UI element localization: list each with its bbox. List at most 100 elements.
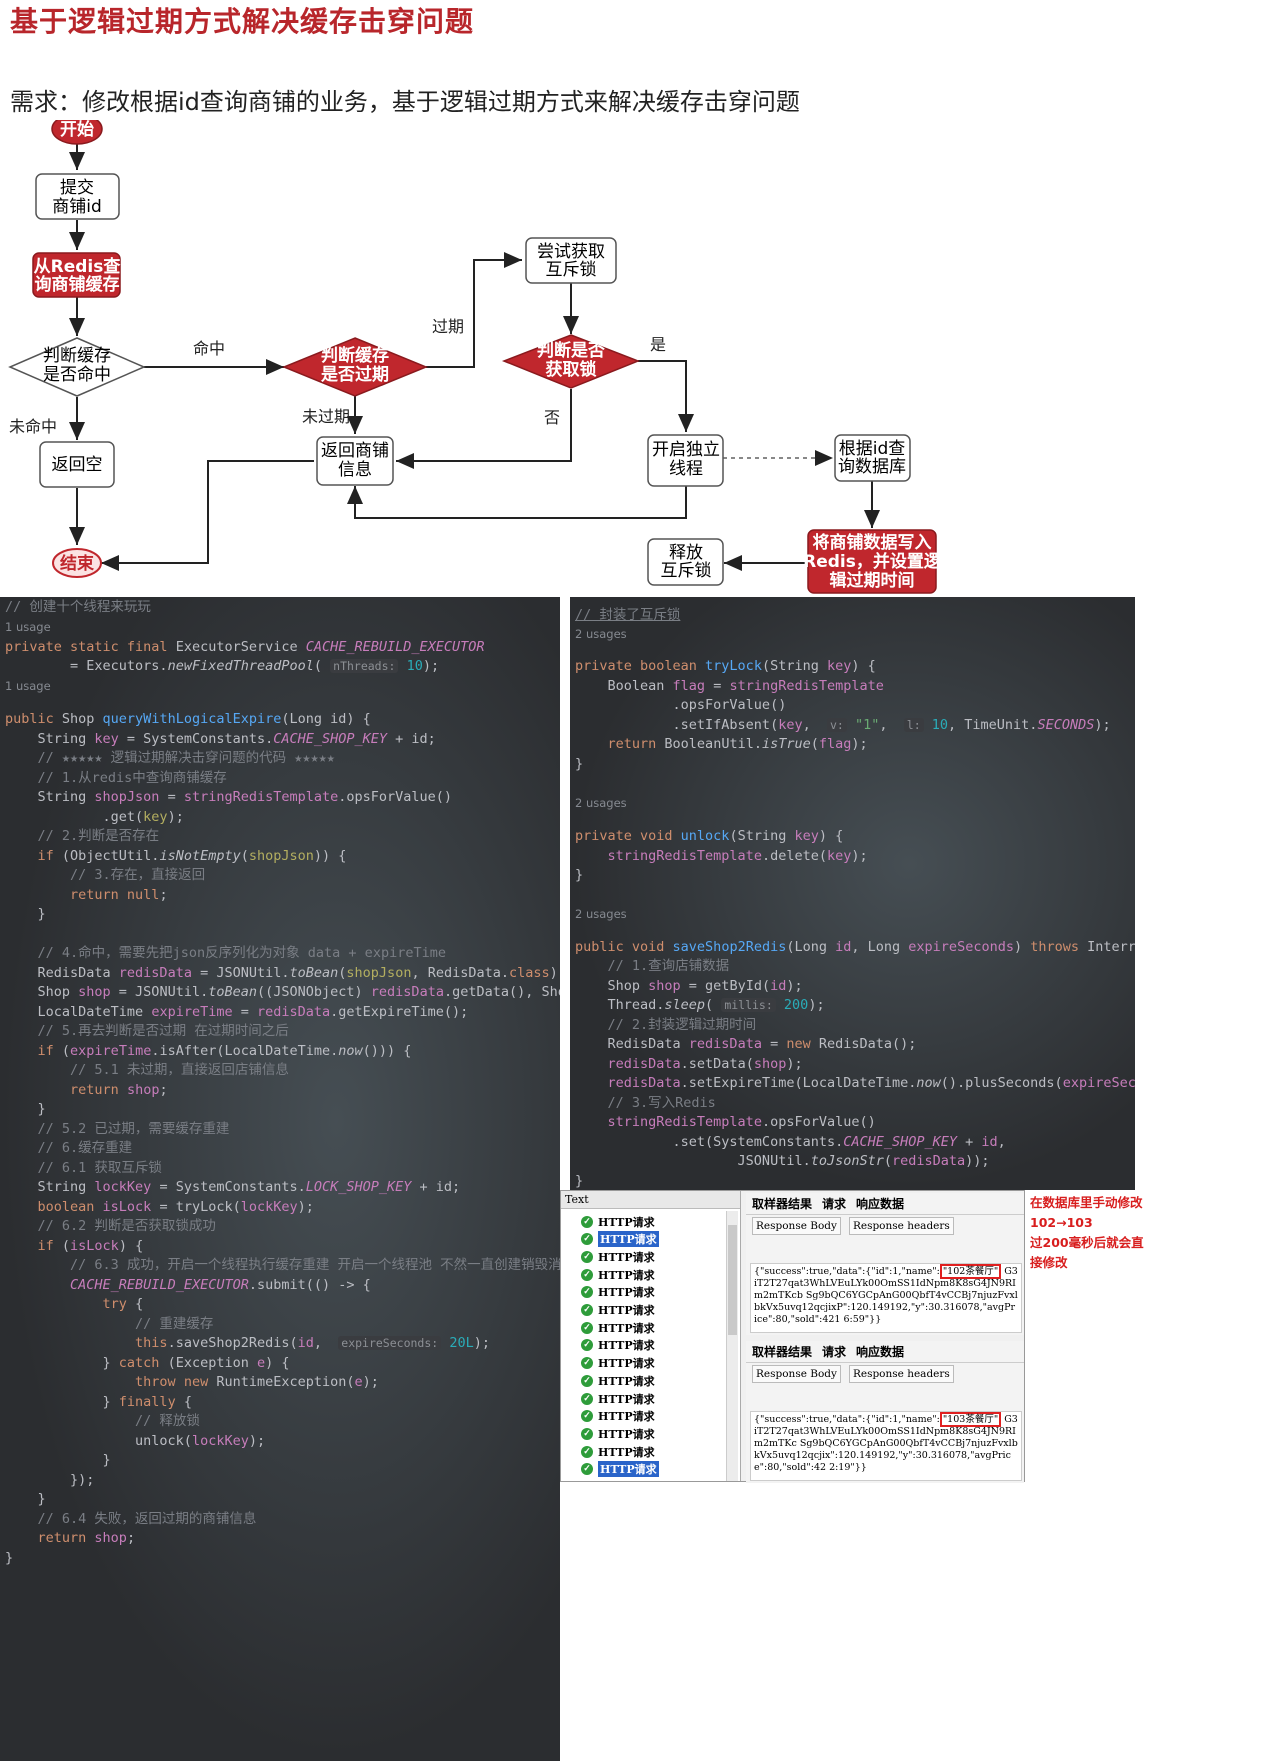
request-label: HTTP请求 <box>598 1461 659 1478</box>
end-node <box>52 548 102 578</box>
tab-response-data[interactable]: 响应数据 <box>856 1197 905 1211</box>
request-label: HTTP请求 <box>598 1392 655 1406</box>
edge-label-no: 否 <box>544 408 560 427</box>
request-tree-item[interactable]: ✓ HTTP请求 <box>581 1302 655 1319</box>
request-label: HTTP请求 <box>598 1231 659 1248</box>
tab-response-body[interactable]: Response Body <box>752 1217 841 1235</box>
result-view-2: 取样器结果 请求 响应数据 Response Body Response hea… <box>746 1341 1024 1483</box>
success-check-icon: ✓ <box>581 1410 593 1423</box>
return-shop-node <box>316 436 394 486</box>
request-tree-item[interactable]: ✓ HTTP请求 <box>581 1355 655 1372</box>
tab-sampler-result[interactable]: 取样器结果 <box>752 1345 813 1359</box>
request-tree-item[interactable]: ✓ HTTP请求 <box>581 1319 655 1336</box>
svg-text:辑过期时间: 辑过期时间 <box>830 570 915 591</box>
tab-sampler-result[interactable]: 取样器结果 <box>752 1197 813 1211</box>
request-label: HTTP请求 <box>598 1268 655 1282</box>
edge-label-miss: 未命中 <box>9 417 57 436</box>
svg-text:判断缓存: 判断缓存 <box>43 346 111 366</box>
request-tree-item[interactable]: ✓ HTTP请求 <box>581 1284 655 1301</box>
tab-response-body[interactable]: Response Body <box>752 1365 841 1383</box>
annotation-note: 在数据库里手动修改 102→103 过200毫秒后就会直 接修改 <box>1030 1195 1144 1270</box>
svg-text:判断缓存: 判断缓存 <box>321 345 389 366</box>
svg-text:开启独立: 开启独立 <box>652 440 720 460</box>
tab-response-data[interactable]: 响应数据 <box>856 1345 905 1359</box>
svg-text:线程: 线程 <box>669 459 703 479</box>
cache-expired-decision <box>282 337 428 397</box>
success-check-icon: ✓ <box>581 1463 593 1476</box>
edge-label-yes: 是 <box>650 335 666 354</box>
request-tree-item[interactable]: ✓ HTTP请求 <box>581 1266 655 1283</box>
request-label: HTTP请求 <box>598 1339 655 1353</box>
success-check-icon: ✓ <box>581 1215 593 1228</box>
request-tree-item[interactable]: ✓ HTTP请求 <box>581 1461 659 1478</box>
success-check-icon: ✓ <box>581 1321 593 1334</box>
request-tree-item[interactable]: ✓ HTTP请求 <box>581 1408 655 1425</box>
start-thread-node <box>647 434 724 487</box>
result-view-1: 取样器结果 请求 响应数据 Response Body Response hea… <box>746 1193 1024 1335</box>
request-label: HTTP请求 <box>598 1304 655 1317</box>
got-lock-decision <box>501 334 641 389</box>
request-tree-item[interactable]: ✓ HTTP请求 <box>581 1213 655 1230</box>
svg-text:根据id查: 根据id查 <box>839 439 906 459</box>
success-check-icon: ✓ <box>581 1304 593 1316</box>
request-label: HTTP请求 <box>598 1374 655 1388</box>
svg-text:互斥锁: 互斥锁 <box>661 561 712 581</box>
success-check-icon: ✓ <box>581 1339 593 1352</box>
request-tree-item[interactable]: ✓HTTP请求 <box>581 1372 655 1389</box>
request-label: HTTP请求 <box>598 1250 655 1264</box>
request-tree-item[interactable]: ✓ HTTP请求 <box>581 1337 655 1354</box>
svg-text:是否过期: 是否过期 <box>321 365 389 385</box>
tab-response-headers[interactable]: Response headers <box>848 1217 954 1235</box>
request-tree-item[interactable]: ✓HTTP请求 <box>581 1248 655 1265</box>
success-check-icon: ✓ <box>581 1427 593 1440</box>
svg-text:提交: 提交 <box>60 178 94 198</box>
svg-text:互斥锁: 互斥锁 <box>546 260 597 280</box>
svg-text:商铺id: 商铺id <box>52 197 102 217</box>
svg-text:返回空: 返回空 <box>52 455 103 475</box>
left-code-panel: // 创建十个线程来玩玩 1 usage private static fina… <box>0 597 560 1761</box>
success-check-icon: ✓ <box>581 1268 593 1281</box>
requirement-text: 需求：修改根据id查询商铺的业务，基于逻辑过期方式来解决缓存击穿问题 <box>10 88 800 116</box>
tab-response-headers[interactable]: Response headers <box>848 1365 954 1383</box>
request-label: HTTP请求 <box>598 1215 655 1229</box>
success-check-icon: ✓ <box>581 1392 593 1405</box>
request-label: HTTP请求 <box>598 1410 655 1424</box>
name-highlight-103: "103茶餐厅" <box>939 1412 1002 1427</box>
request-tree-item[interactable]: ✓ HTTP请求 <box>581 1390 655 1407</box>
request-tree-item[interactable]: ✓HTTP请求 <box>581 1443 655 1460</box>
edge-label-hit: 命中 <box>193 339 225 358</box>
svg-text:获取锁: 获取锁 <box>546 359 597 380</box>
name-highlight-102: "102茶餐厅" <box>939 1264 1002 1279</box>
tab-request[interactable]: 请求 <box>822 1197 847 1211</box>
edge-label-not-expired: 未过期 <box>302 407 350 426</box>
tab-request[interactable]: 请求 <box>822 1345 847 1359</box>
svg-text:是否命中: 是否命中 <box>43 365 111 385</box>
success-check-icon: ✓ <box>581 1233 593 1246</box>
response-subtabs: Response Body Response headers <box>746 1363 1024 1385</box>
svg-text:将商铺数据写入: 将商铺数据写入 <box>813 532 932 553</box>
request-tree-item[interactable]: ✓ HTTP请求 <box>581 1425 655 1442</box>
write-redis-node <box>807 529 937 594</box>
submit-node <box>35 173 120 220</box>
request-label: HTTP请求 <box>598 1286 655 1300</box>
svg-text:判断是否: 判断是否 <box>537 340 605 361</box>
request-label: HTTP请求 <box>598 1357 655 1371</box>
start-node <box>51 120 103 145</box>
request-tree: Text ✓HTTP请求✓HTTP请求✓HTTP请求✓HTTP请求✓HTTP请求… <box>561 1191 741 1481</box>
success-check-icon: ✓ <box>581 1357 593 1370</box>
response-body-2: {"success":true,"data":{"id":1,"name":"1… <box>750 1411 1022 1481</box>
right-code-panel: // 封装了互斥锁 2 usages private boolean tryLo… <box>570 597 1135 1190</box>
svg-text:询商铺缓存: 询商铺缓存 <box>35 274 120 295</box>
query-db-node <box>834 434 911 482</box>
result-tabs: 取样器结果 请求 响应数据 <box>746 1193 1024 1215</box>
tree-scrollbar[interactable] <box>726 1211 738 1481</box>
success-check-icon: ✓ <box>581 1286 593 1299</box>
success-check-icon: ✓ <box>581 1445 593 1458</box>
request-label: HTTP请求 <box>598 1427 655 1441</box>
page-title: 基于逻辑过期方式解决缓存击穿问题 <box>10 5 475 38</box>
svg-text:信息: 信息 <box>338 460 372 480</box>
start-label: 开始 <box>60 120 94 140</box>
edge-label-expired: 过期 <box>432 317 464 336</box>
request-label: HTTP请求 <box>598 1321 655 1335</box>
request-tree-item[interactable]: ✓ HTTP请求 <box>581 1231 659 1248</box>
